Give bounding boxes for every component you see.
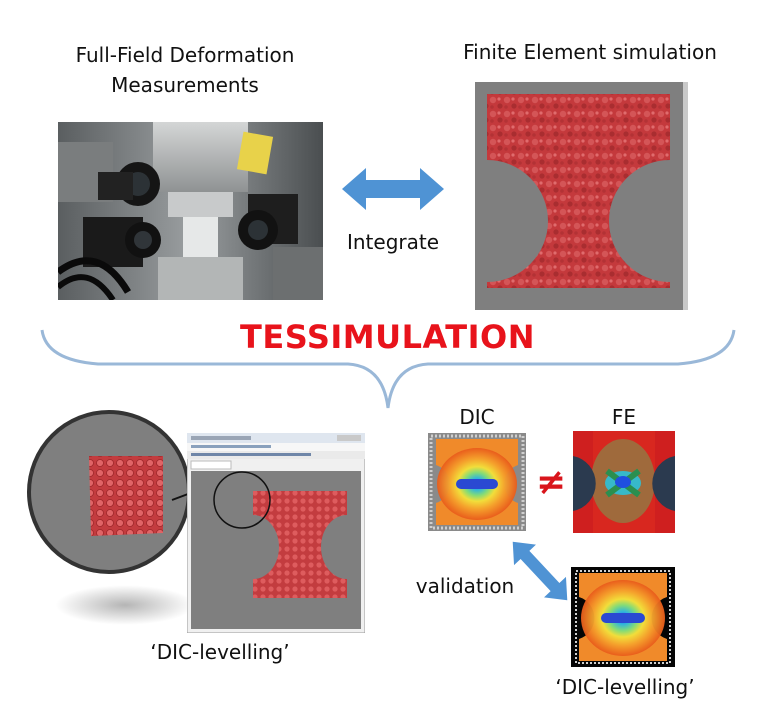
magnifier-shadow	[55, 585, 195, 625]
fe-heading: FE	[611, 405, 637, 429]
measurements-heading: Full-Field Deformation Measurements	[40, 40, 330, 100]
dic-test-setup-photo	[58, 122, 323, 300]
dic-levelling-software-window	[187, 433, 365, 633]
fe-simulation-specimen-panel	[475, 82, 688, 310]
dic-heading: DIC	[459, 405, 495, 429]
magnified-mesh-detail	[27, 410, 191, 574]
integrate-label: Integrate	[346, 230, 440, 254]
dic-strain-map	[428, 433, 526, 531]
fe-strain-map	[573, 431, 675, 533]
measurements-heading-line1: Full-Field Deformation	[75, 43, 295, 67]
tessimulation-title: TESSIMULATION	[240, 318, 535, 356]
dic-levelling-strain-map	[571, 567, 675, 667]
not-equal-sign: ≠	[535, 462, 567, 503]
dic-levelling-right-label: ‘DIC-levelling’	[555, 675, 695, 699]
integrate-double-arrow-icon	[342, 168, 444, 210]
validation-label: validation	[415, 574, 515, 598]
curly-brace-icon	[40, 329, 736, 409]
dic-levelling-left-label: ‘DIC-levelling’	[150, 640, 290, 664]
measurements-heading-line2: Measurements	[111, 73, 259, 97]
fe-simulation-heading: Finite Element simulation	[463, 40, 717, 64]
validation-double-arrow-icon	[512, 541, 568, 601]
